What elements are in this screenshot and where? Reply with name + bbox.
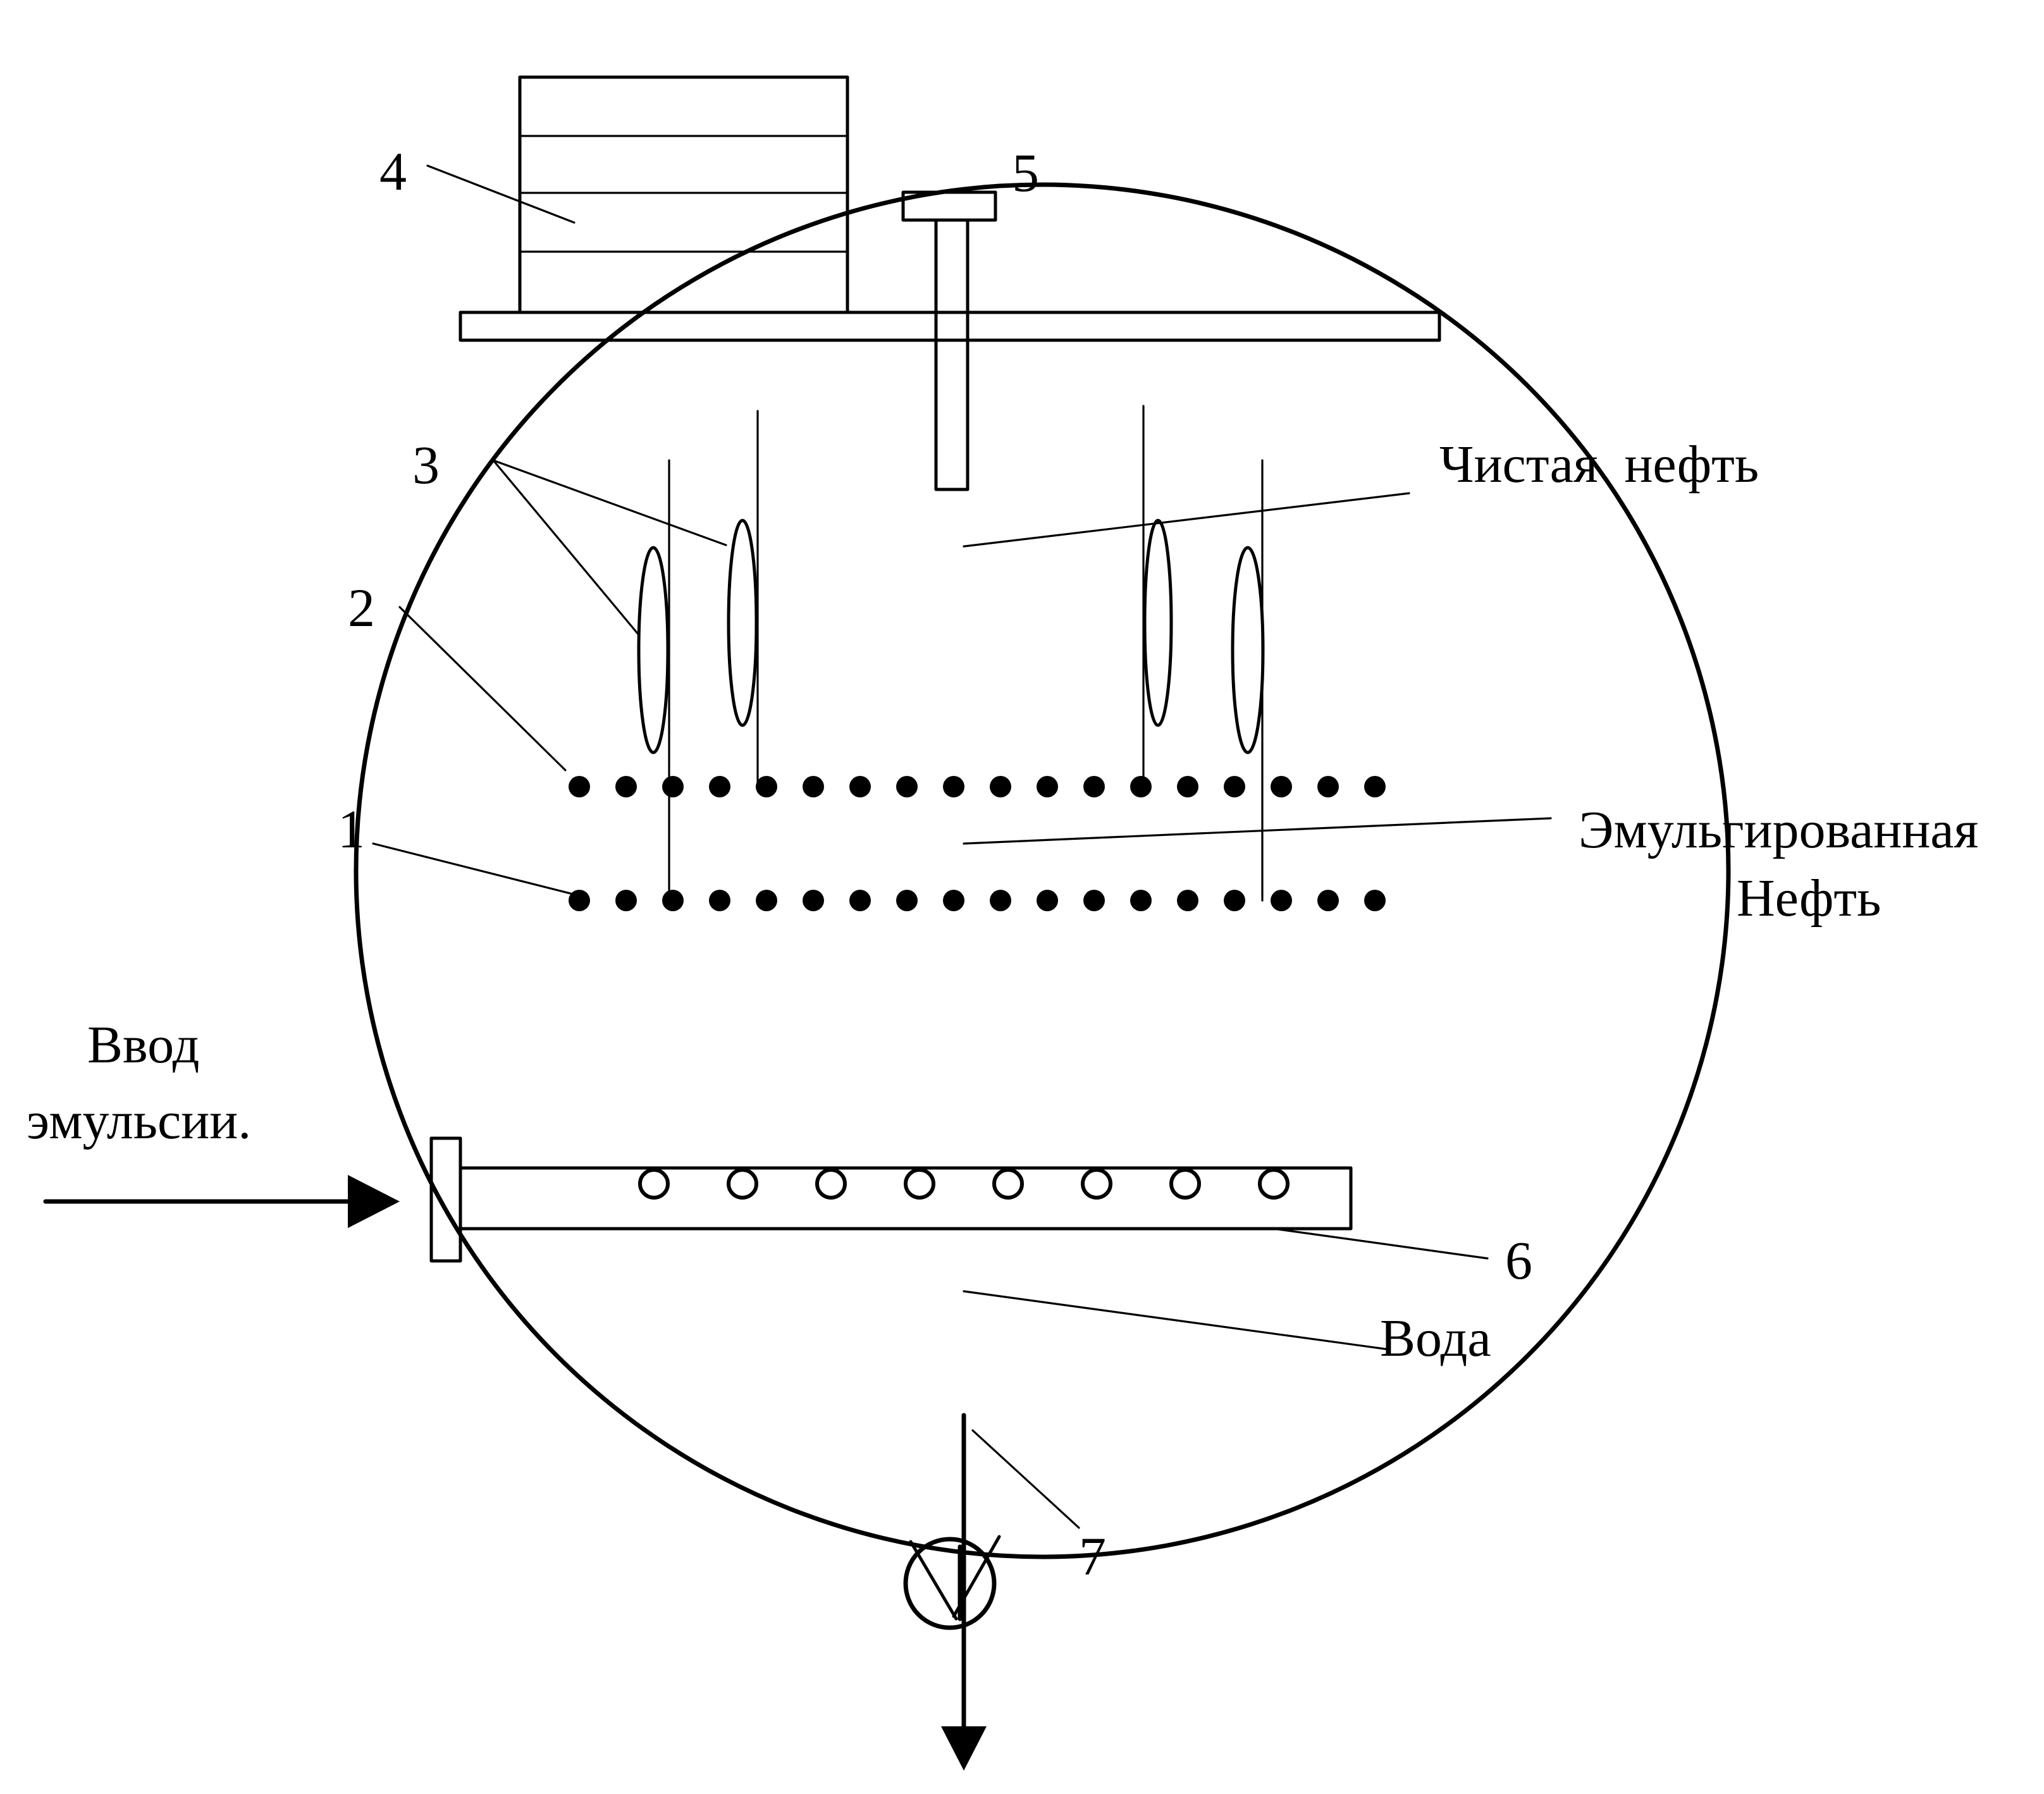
upper-electrode-dot xyxy=(615,776,637,797)
lower-electrode-dot xyxy=(1083,890,1105,911)
upper-electrode-dot xyxy=(662,776,684,797)
lower-electrode-dot xyxy=(1271,890,1292,911)
upper-electrode-dot xyxy=(756,776,777,797)
upper-electrode-dot xyxy=(943,776,964,797)
lower-electrode-dot xyxy=(1224,890,1245,911)
lower-electrode-dot xyxy=(849,890,871,911)
label-4: 4 xyxy=(379,141,407,202)
upper-electrode-dot xyxy=(1224,776,1245,797)
lower-electrode-dot xyxy=(1364,890,1386,911)
drain-valve xyxy=(903,1535,1001,1630)
upper-electrode-dot xyxy=(896,776,918,797)
lower-electrode-dot xyxy=(1037,890,1058,911)
upper-electrode-row xyxy=(569,776,1386,797)
label-emulsified-oil-line1: Эмульгированная xyxy=(1579,801,1978,859)
vessel xyxy=(354,182,1731,1559)
water-drain xyxy=(941,1413,987,1771)
upper-electrode-dot xyxy=(1037,776,1058,797)
label-5: 5 xyxy=(1012,142,1039,203)
upper-electrode-dot xyxy=(849,776,871,797)
lower-electrode-dot xyxy=(803,890,824,911)
lower-electrode-dot xyxy=(1317,890,1339,911)
upper-electrode-dot xyxy=(1083,776,1105,797)
upper-electrode-dot xyxy=(1177,776,1198,797)
distributor-hole xyxy=(904,1168,935,1200)
top-plate xyxy=(459,310,1441,342)
lower-electrode-dot xyxy=(615,890,637,911)
upper-electrode-dot xyxy=(1130,776,1152,797)
upper-electrode-dot xyxy=(1317,776,1339,797)
label-1: 1 xyxy=(338,799,365,859)
label-emulsified-oil-line2: Нефть xyxy=(1737,869,1881,928)
label-3: 3 xyxy=(412,434,440,495)
lower-electrode-dot xyxy=(756,890,777,911)
upper-electrode-dot xyxy=(1271,776,1292,797)
lower-electrode-dot xyxy=(1177,890,1198,911)
bushing-insulator xyxy=(901,190,997,491)
inlet-arrow xyxy=(43,1175,400,1228)
label-inlet-line1: Ввод xyxy=(87,1016,199,1074)
upper-electrode-dot xyxy=(569,776,590,797)
distributor-hole xyxy=(992,1168,1024,1200)
label-7: 7 xyxy=(1079,1526,1106,1587)
lower-electrode-dot xyxy=(990,890,1011,911)
hanger-rods xyxy=(668,405,1264,902)
distributor-hole xyxy=(1258,1168,1290,1200)
label-6: 6 xyxy=(1505,1230,1532,1291)
lower-electrode-dot xyxy=(943,890,964,911)
upper-electrode-dot xyxy=(990,776,1011,797)
upper-electrode-dot xyxy=(1364,776,1386,797)
lower-electrode-row xyxy=(569,890,1386,911)
suspension-insulators xyxy=(637,519,1265,754)
distributor-hole xyxy=(727,1168,758,1200)
label-inlet-line2: эмульсии. xyxy=(27,1091,251,1150)
transformer xyxy=(518,75,849,314)
label-2: 2 xyxy=(348,577,375,638)
upper-electrode-dot xyxy=(803,776,824,797)
leader-lines xyxy=(372,164,1552,1529)
lower-electrode-dot xyxy=(896,890,918,911)
distributor-hole xyxy=(815,1168,847,1200)
upper-electrode-dot xyxy=(709,776,730,797)
distributor-holes xyxy=(638,1168,1290,1200)
lower-electrode-dot xyxy=(662,890,684,911)
distributor-hole xyxy=(1081,1168,1112,1200)
lower-electrode-dot xyxy=(1130,890,1152,911)
emulsion-distributor xyxy=(429,1136,1353,1263)
label-clean-oil: Чистая нефть xyxy=(1439,435,1759,494)
distributor-hole xyxy=(638,1168,670,1200)
distributor-hole xyxy=(1169,1168,1201,1200)
lower-electrode-dot xyxy=(709,890,730,911)
label-water: Вода xyxy=(1380,1309,1491,1368)
